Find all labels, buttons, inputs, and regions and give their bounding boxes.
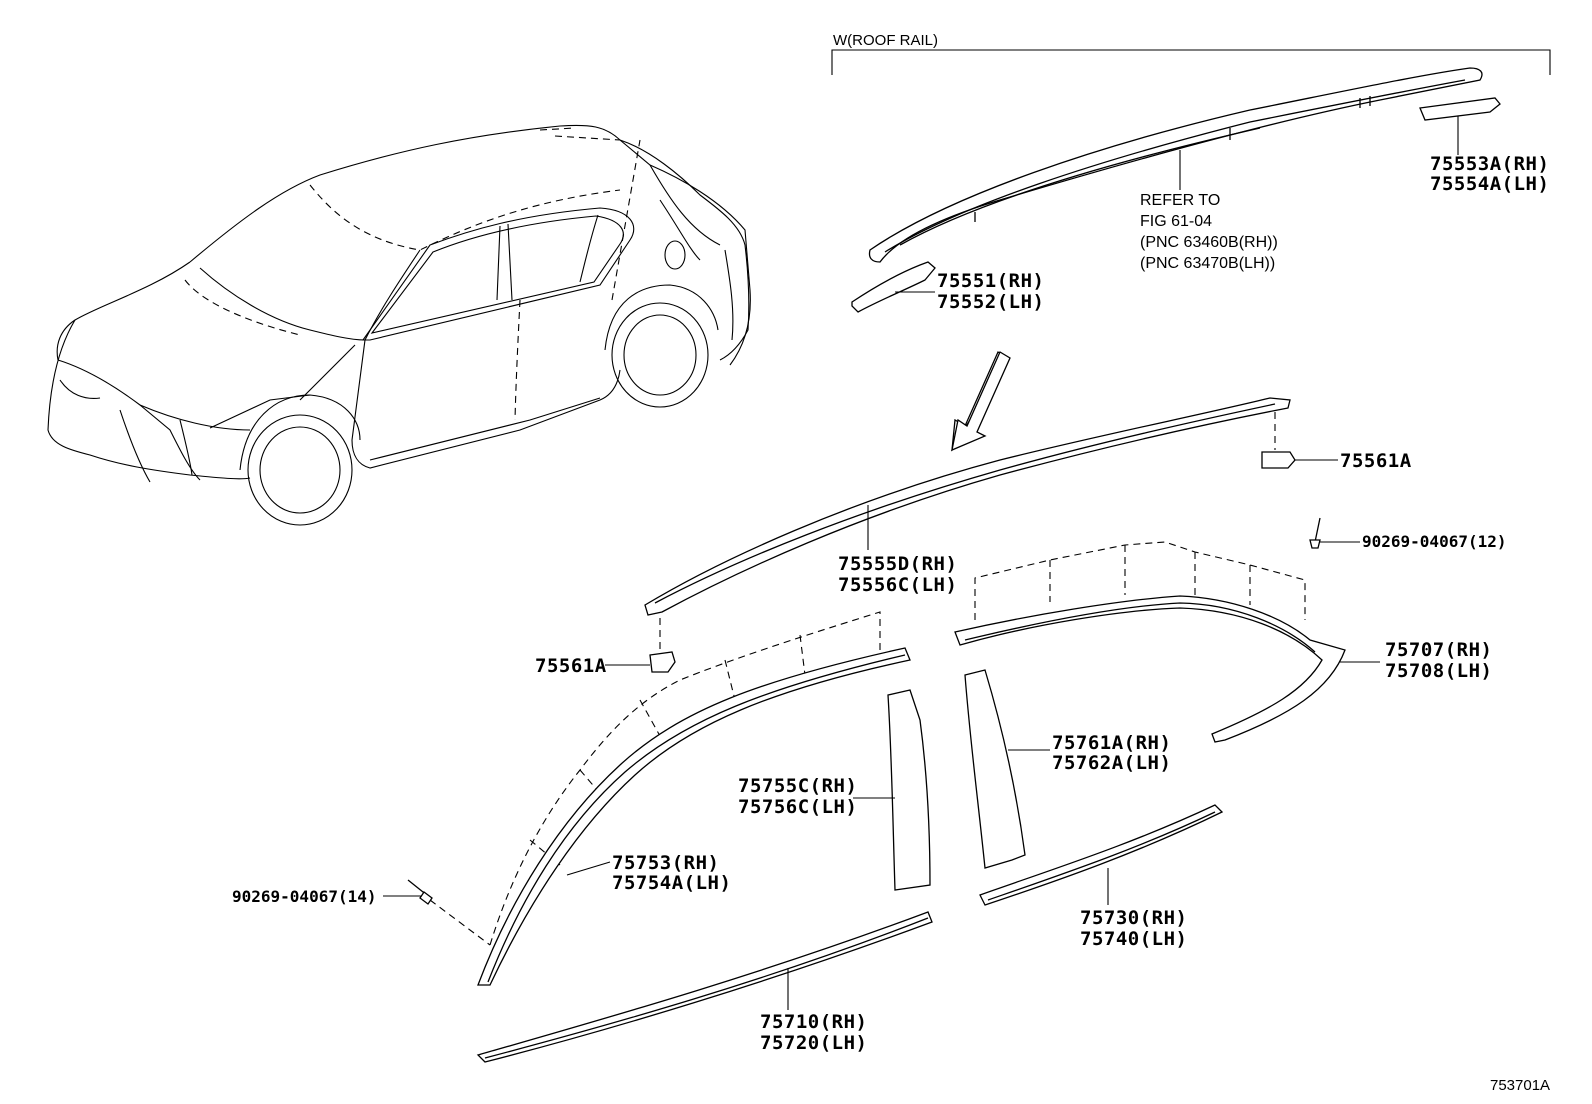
label-75707-rh: 75707(RH) — [1385, 639, 1492, 661]
label-75761-lh: 75762A(LH) — [1052, 752, 1171, 774]
vehicle-illustration — [47, 124, 751, 526]
label-75555-lh: 75556C(LH) — [838, 574, 957, 596]
figure-code: 753701A — [1490, 1077, 1550, 1094]
label-75551-rh: 75551(RH) — [937, 270, 1044, 292]
label-75710-rh: 75710(RH) — [760, 1011, 867, 1033]
rear-frame-molding: 75707(RH) 75708(LH) — [954, 541, 1492, 743]
label-75710-lh: 75720(LH) — [760, 1032, 867, 1054]
roof-rail: REFER TO FIG 61-04 (PNC 63460B(RH)) (PNC… — [868, 67, 1483, 272]
label-75551-lh: 75552(LH) — [937, 291, 1044, 313]
screw-14: 90269-04067(14) — [232, 879, 433, 906]
label-screw-12: 90269-04067(12) — [1362, 532, 1507, 551]
front-frame-molding: 75753(RH) 75754A(LH) — [429, 611, 911, 986]
label-75761-rh: 75761A(RH) — [1052, 732, 1171, 754]
label-75755-lh: 75756C(LH) — [738, 796, 857, 818]
group-label: W(ROOF RAIL) — [833, 32, 938, 49]
label-75561-left: 75561A — [535, 655, 607, 677]
label-75555-rh: 75555D(RH) — [838, 553, 957, 575]
clip-left: 75561A — [535, 618, 676, 677]
label-75707-lh: 75708(LH) — [1385, 660, 1492, 682]
label-75553-lh: 75554A(LH) — [1430, 173, 1549, 195]
roof-drip-molding: 75555D(RH) 75556C(LH) — [644, 397, 1291, 616]
label-75753-lh: 75754A(LH) — [612, 872, 731, 894]
direction-arrow — [951, 351, 1011, 452]
label-75561-right: 75561A — [1340, 450, 1412, 472]
front-end-cover: 75551(RH) 75552(LH) — [851, 261, 1044, 313]
refer-note-line4: (PNC 63470B(LH)) — [1140, 255, 1275, 272]
roof-rail-group: W(ROOF RAIL) — [831, 32, 1551, 75]
rear-belt-molding: 75730(RH) 75740(LH) — [979, 804, 1224, 950]
rear-end-cover: 75553A(RH) 75554A(LH) — [1419, 97, 1549, 195]
screw-12: 90269-04067(12) — [1309, 517, 1507, 551]
refer-note-line2: FIG 61-04 — [1140, 213, 1212, 230]
label-75755-rh: 75755C(RH) — [738, 775, 857, 797]
label-75753-rh: 75753(RH) — [612, 852, 719, 874]
rear-pillar-garnish: 75761A(RH) 75762A(LH) — [964, 669, 1171, 869]
refer-note-line3: (PNC 63460B(RH)) — [1140, 234, 1278, 251]
label-75553-rh: 75553A(RH) — [1430, 153, 1549, 175]
center-pillar-garnish: 75755C(RH) 75756C(LH) — [738, 689, 931, 891]
label-75730-lh: 75740(LH) — [1080, 928, 1187, 950]
label-screw-14: 90269-04067(14) — [232, 887, 377, 906]
clip-right: 75561A — [1261, 412, 1412, 472]
refer-note-line1: REFER TO — [1140, 192, 1220, 209]
label-75730-rh: 75730(RH) — [1080, 907, 1187, 929]
front-belt-molding: 75710(RH) 75720(LH) — [476, 911, 933, 1063]
